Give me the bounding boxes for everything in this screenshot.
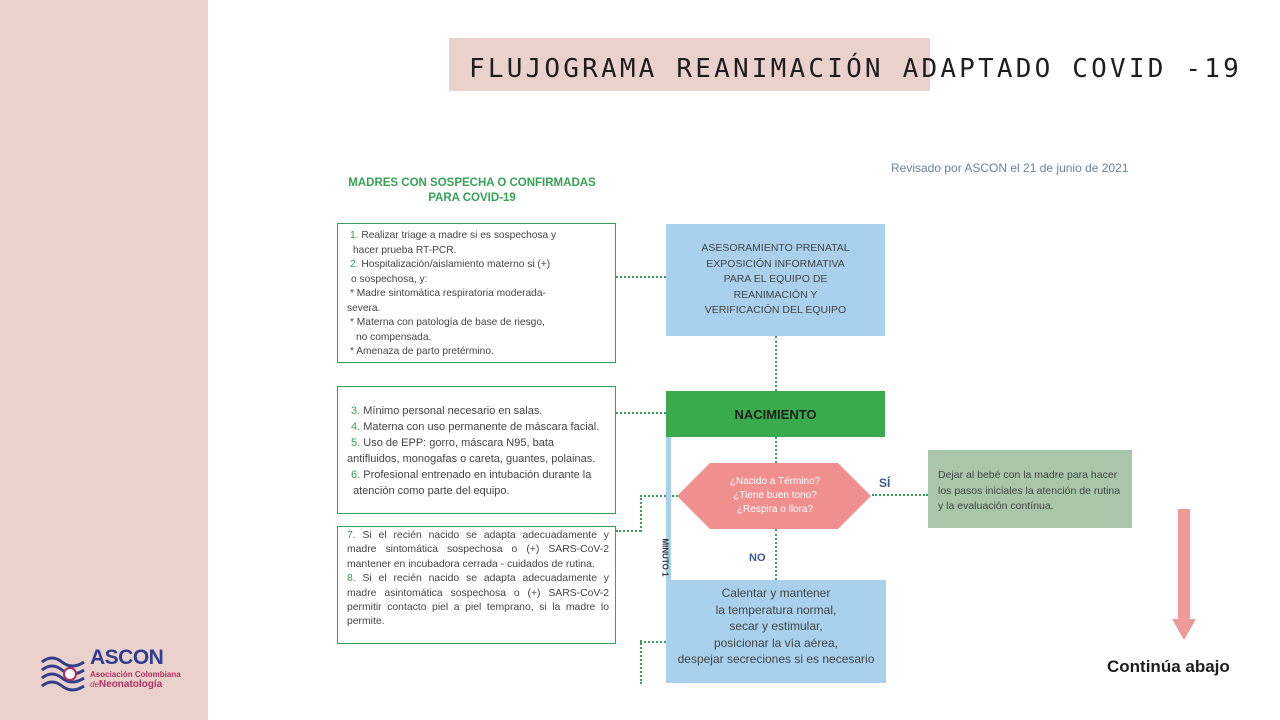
- step-number: 4.: [351, 421, 361, 433]
- box-a-text: Realizar triage a madre si es sospechosa…: [358, 230, 557, 241]
- box-a-line: 1. Realizar triage a madre si es sospech…: [347, 229, 609, 244]
- left-sidebar-band: [0, 0, 208, 720]
- connector-c-stub: [616, 530, 641, 532]
- initial-steps-box: Calentar y mantener la temperatura norma…: [666, 580, 886, 683]
- box-a-text: Hospitalización/aislamiento materno si (…: [358, 259, 551, 270]
- connector-c-decision-v: [640, 495, 642, 532]
- step-number: 5.: [351, 437, 361, 449]
- left-column-heading: MADRES CON SOSPECHA O CONFIRMADAS PARA C…: [338, 176, 606, 206]
- prenatal-line: PARA EL EQUIPO DE: [723, 273, 828, 285]
- step-number: 3.: [351, 405, 361, 417]
- connector-left-lower: [640, 640, 642, 684]
- routine-care-box: Dejar al bebé con la madre para hacer lo…: [928, 450, 1132, 528]
- box-b-line: 6. Profesional entrenado en intubación d…: [347, 467, 609, 483]
- slide-title: FLUJOGRAMA REANIMACIÓN ADAPTADO COVID -1…: [469, 54, 1242, 84]
- box-b-line: 3. Mínimo personal necesario en salas.: [347, 403, 609, 419]
- decision-question: ¿Respira o llora?: [736, 504, 814, 515]
- initial-steps-line: posicionar la vía aérea,: [713, 635, 839, 650]
- box-a-line: * Amenaza de parto pretérmino.: [350, 346, 494, 357]
- ascon-logo: ASCON Asociación Colombiana deNeonatolog…: [40, 646, 210, 696]
- logo-name: ASCON: [90, 646, 164, 669]
- initial-steps-line: despejar secreciones si es necesario: [677, 652, 875, 666]
- box-b-text: Uso de EPP: gorro, máscara N95, bata: [360, 437, 555, 449]
- step-number: 7.: [347, 530, 356, 541]
- connector-prenatal-nacimiento: [775, 336, 777, 391]
- box-a-line: 2. Hospitalización/aislamiento materno s…: [347, 258, 609, 273]
- box-b-line: 4. Materna con uso permanente de máscara…: [347, 419, 609, 435]
- box-delivery-room-measures: 3. Mínimo personal necesario en salas. 4…: [337, 386, 616, 514]
- minute-one-label: MINUTO 1: [660, 538, 670, 577]
- connector-nacimiento-decision: [775, 437, 777, 463]
- box-a-line: * Materna con patología de base de riesg…: [350, 317, 545, 328]
- yes-label: SÍ: [879, 476, 891, 490]
- box-c-text: Si el recién nacido se adapta adecuadame…: [347, 573, 609, 628]
- left-heading-line-2: PARA COVID-19: [428, 192, 516, 204]
- initial-steps-line: Calentar y mantener: [721, 586, 831, 600]
- prenatal-line: ASESORAMIENTO PRENATAL: [701, 242, 850, 254]
- box-b-text: Mínimo personal necesario en salas.: [360, 405, 543, 417]
- no-label: NO: [749, 552, 766, 564]
- initial-steps-line: la temperatura normal,: [715, 602, 837, 617]
- box-b-text: Materna con uso permanente de máscara fa…: [360, 421, 600, 433]
- reviewed-note: Revisado por ASCON el 21 de junio de 202…: [891, 161, 1129, 175]
- decision-questions: ¿Nacido a Término? ¿Tiene buen tono? ¿Re…: [700, 475, 850, 517]
- logo-specialty: Neonatología: [98, 679, 163, 690]
- routine-line: Dejar al bebé con la madre para hacer: [938, 469, 1118, 481]
- box-a-line: severa.: [347, 302, 381, 314]
- box-newborn-care: 7. Si el recién nacido se adapta adecuad…: [337, 526, 616, 644]
- title-highlight-band: [449, 38, 930, 91]
- box-b-line: 5. Uso de EPP: gorro, máscara N95, bata: [347, 435, 609, 451]
- minute-one-bar: [666, 437, 671, 582]
- decision-question: ¿Nacido a Término?: [729, 476, 821, 487]
- routine-line: y la evaluación contínua.: [938, 500, 1054, 512]
- decision-hexagon: [677, 463, 871, 529]
- connector-left-lower-h: [640, 641, 666, 643]
- prenatal-line: EXPOSICIÓN INFORMATIVA: [706, 257, 845, 270]
- arrow-down-icon: [1172, 509, 1196, 640]
- ascon-wave-logo-icon: [41, 656, 85, 692]
- logo-subtitle-1: Asociación Colombiana: [90, 670, 181, 679]
- box-b-line: antifluidos, monogafas o careta, guantes…: [347, 453, 596, 465]
- box-c-paragraph: 8. Si el recién nacido se adapta adecuad…: [347, 572, 609, 630]
- prenatal-line: VERIFICACIÓN DEL EQUIPO: [704, 304, 847, 316]
- logo-subtitle-2: deNeonatología: [90, 679, 162, 691]
- connector-b-nacimiento: [616, 412, 666, 414]
- decision-question: ¿Tiene buen tono?: [733, 490, 817, 501]
- left-heading-line-1: MADRES CON SOSPECHA O CONFIRMADAS: [348, 177, 596, 189]
- box-a-line: * Madre sintomática respiratoria moderad…: [350, 288, 546, 299]
- box-triage-hospitalization: 1. Realizar triage a madre si es sospech…: [337, 223, 616, 363]
- continue-below-label: Continúa abajo: [1107, 657, 1230, 676]
- connector-decision-routine: [872, 494, 928, 496]
- box-a-line: o sospechosa, y:: [351, 273, 428, 285]
- connector-a-prenatal: [616, 276, 666, 278]
- step-number: 8.: [347, 573, 356, 585]
- box-a-line: no compensada.: [356, 331, 432, 343]
- birth-box: NACIMIENTO: [666, 391, 885, 437]
- connector-c-decision-h: [640, 495, 678, 497]
- box-c-text: Si el recién nacido se adapta adecuadame…: [347, 530, 609, 570]
- step-number: 1.: [350, 230, 359, 241]
- connector-decision-initial: [775, 529, 777, 580]
- logo-prefix: de: [90, 680, 99, 689]
- prenatal-counseling-box: ASESORAMIENTO PRENATAL EXPOSICIÓN INFORM…: [666, 224, 885, 336]
- prenatal-line: REANIMACIÓN Y: [733, 288, 818, 301]
- step-number: 2.: [350, 259, 359, 270]
- step-number: 6.: [351, 469, 361, 481]
- box-a-line: hacer prueba RT-PCR.: [353, 244, 457, 256]
- box-b-line: atención como parte del equipo.: [353, 485, 510, 497]
- box-b-text: Profesional entrenado en intubación dura…: [360, 469, 592, 481]
- initial-steps-line: secar y estimular,: [729, 619, 823, 633]
- routine-line: los pasos iniciales la atención de rutin…: [938, 484, 1121, 497]
- box-c-paragraph: 7. Si el recién nacido se adapta adecuad…: [347, 529, 609, 572]
